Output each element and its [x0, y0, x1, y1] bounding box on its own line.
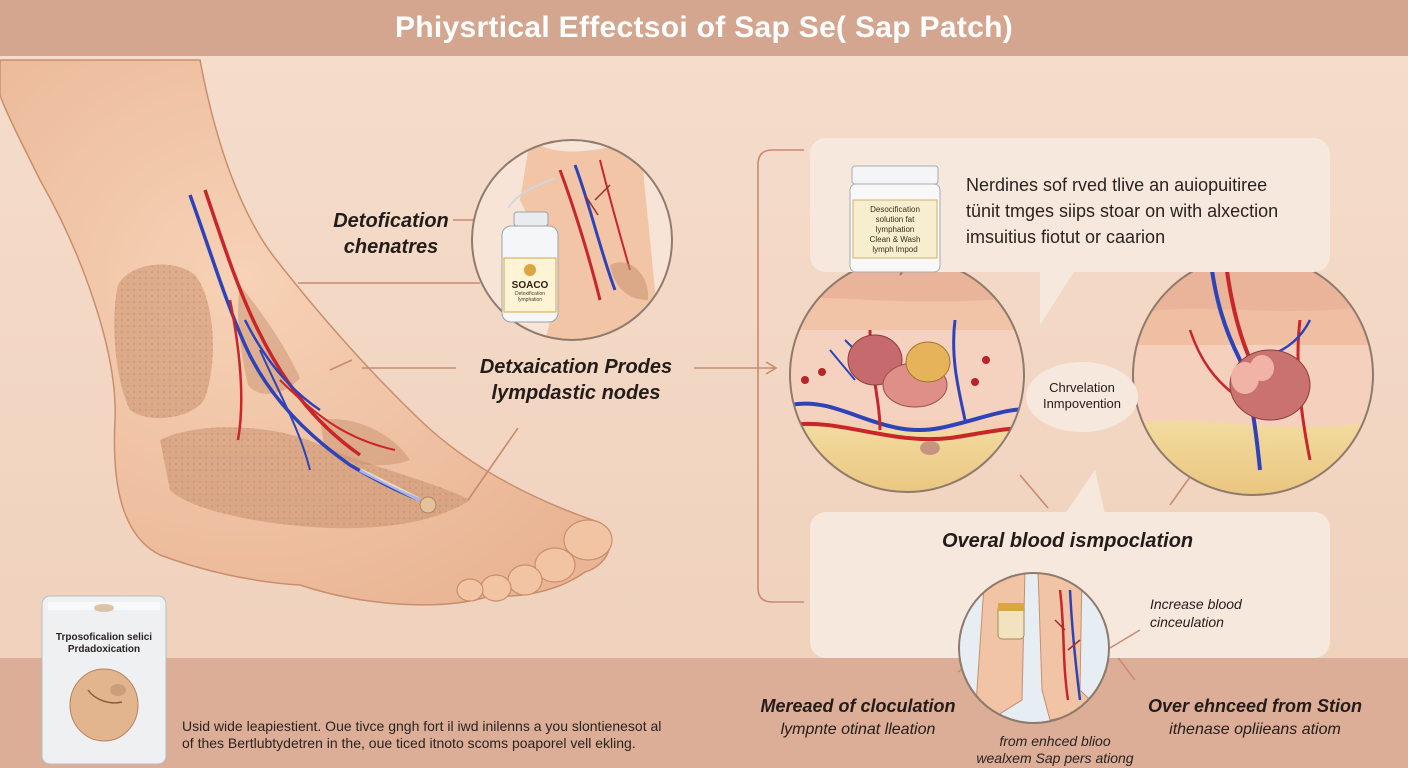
overall-blood-label: Overal blood ismpoclation — [942, 530, 1194, 552]
small-bottle-brand: SOACO — [511, 280, 549, 291]
info-line-3: imsuitius fiotut or caarion — [966, 227, 1166, 247]
patch-pack-label: Trposoficalion selici Prdadoxication — [55, 632, 153, 655]
small-bottle-label: SOACO Detoxification lymphation — [504, 280, 556, 303]
circulation-bubble — [1026, 362, 1138, 432]
info-panel-text: Nerdines sof rved tlive an auiopuitiree … — [966, 172, 1326, 250]
title-bar: Phiysrtical Effectsoi of Sap Se( Sap Pat… — [0, 0, 1408, 56]
lymph-nodes-label: Detxaication Prodes lympdastic nodes — [479, 356, 673, 404]
artery-main — [203, 189, 362, 457]
zone-ankle — [237, 285, 300, 394]
background-footer-band — [0, 658, 1408, 768]
from-enhanced-label: from enhced blioo wealxem Sap pers ation… — [976, 733, 1134, 766]
page-title: Phiysrtical Effectsoi of Sap Se( Sap Pat… — [394, 11, 1014, 44]
detox-centres-label: Detofication chenatres — [333, 210, 449, 258]
circle-tissue-right — [1132, 254, 1374, 496]
info-line-2: tünit tmges siips stoar on with alxectio… — [966, 201, 1279, 221]
mereaed-label: Mereaed of cloculation lympnte otinat ll… — [760, 696, 956, 738]
foot-illustration — [0, 59, 613, 606]
info-line-1: Nerdines sof rved tlive an auiopuitiree — [966, 175, 1268, 195]
circle-tissue-detail — [789, 257, 1025, 493]
toes — [456, 519, 613, 602]
increase-blood-label: Increase blood cinceulation — [1150, 596, 1242, 630]
patch-packet — [41, 595, 167, 765]
patch-point — [419, 496, 437, 514]
panel-bottle-label: Desocification solution fat lymphation C… — [869, 205, 921, 254]
circle-leg-bottle — [471, 139, 673, 341]
circulation-bubble-label: Chrvelation Inmpovention — [1042, 380, 1122, 411]
footer-caption: Usid wide leapiestient. Oue tivce gngh f… — [182, 718, 662, 751]
over-enhanced-label: Over ehnceed from Stion ithenase opliiea… — [1147, 696, 1363, 738]
